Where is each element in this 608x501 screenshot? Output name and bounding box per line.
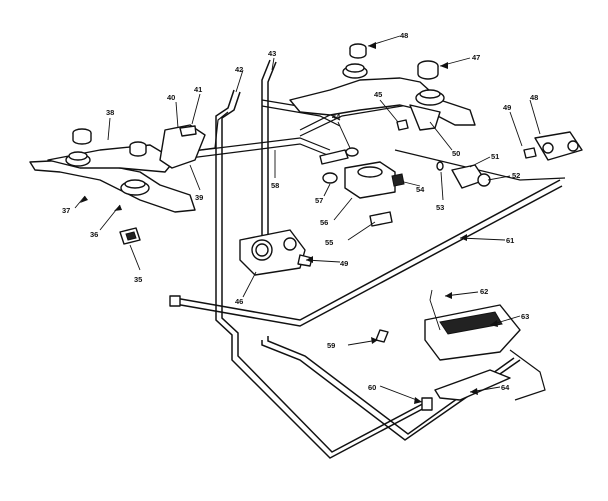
callout-39: 39 bbox=[195, 193, 203, 202]
callout-48: 48 bbox=[400, 31, 408, 40]
callout-49-right: 49 bbox=[503, 103, 511, 112]
callout-36: 36 bbox=[90, 230, 98, 239]
callout-43: 43 bbox=[268, 49, 276, 58]
callout-50: 50 bbox=[452, 149, 460, 158]
callout-60: 60 bbox=[368, 383, 376, 392]
callout-46: 46 bbox=[235, 297, 243, 306]
callout-44: 44 bbox=[332, 112, 341, 121]
gas-tubing bbox=[169, 59, 566, 459]
callout-42: 42 bbox=[235, 65, 243, 74]
callout-38: 38 bbox=[106, 108, 114, 117]
callout-55: 55 bbox=[325, 238, 333, 247]
callout-58: 58 bbox=[271, 181, 279, 190]
callout-52: 52 bbox=[512, 171, 520, 180]
igniter-assembly bbox=[375, 289, 546, 411]
callout-47: 47 bbox=[472, 53, 480, 62]
callout-51: 51 bbox=[491, 152, 499, 161]
leader-lines bbox=[74, 35, 541, 404]
callout-54: 54 bbox=[416, 185, 425, 194]
valve-assemblies bbox=[239, 131, 583, 276]
callout-49-left: 49 bbox=[340, 259, 348, 268]
callout-64: 64 bbox=[501, 383, 510, 392]
callout-40: 40 bbox=[167, 93, 175, 102]
callout-57: 57 bbox=[315, 196, 323, 205]
callout-59: 59 bbox=[327, 341, 335, 350]
callout-63: 63 bbox=[521, 312, 529, 321]
callout-53: 53 bbox=[436, 203, 444, 212]
callout-labels: 35 36 37 38 39 40 41 42 43 44 45 46 47 4… bbox=[62, 31, 538, 392]
left-burner-assembly bbox=[29, 124, 206, 245]
right-burner-assembly bbox=[289, 43, 476, 131]
callout-37: 37 bbox=[62, 206, 70, 215]
callout-45: 45 bbox=[374, 90, 382, 99]
callout-56: 56 bbox=[320, 218, 328, 227]
callout-48-right: 48 bbox=[530, 93, 538, 102]
callout-41: 41 bbox=[194, 85, 202, 94]
callout-62: 62 bbox=[480, 287, 488, 296]
callout-35: 35 bbox=[134, 275, 142, 284]
callout-61: 61 bbox=[506, 236, 514, 245]
